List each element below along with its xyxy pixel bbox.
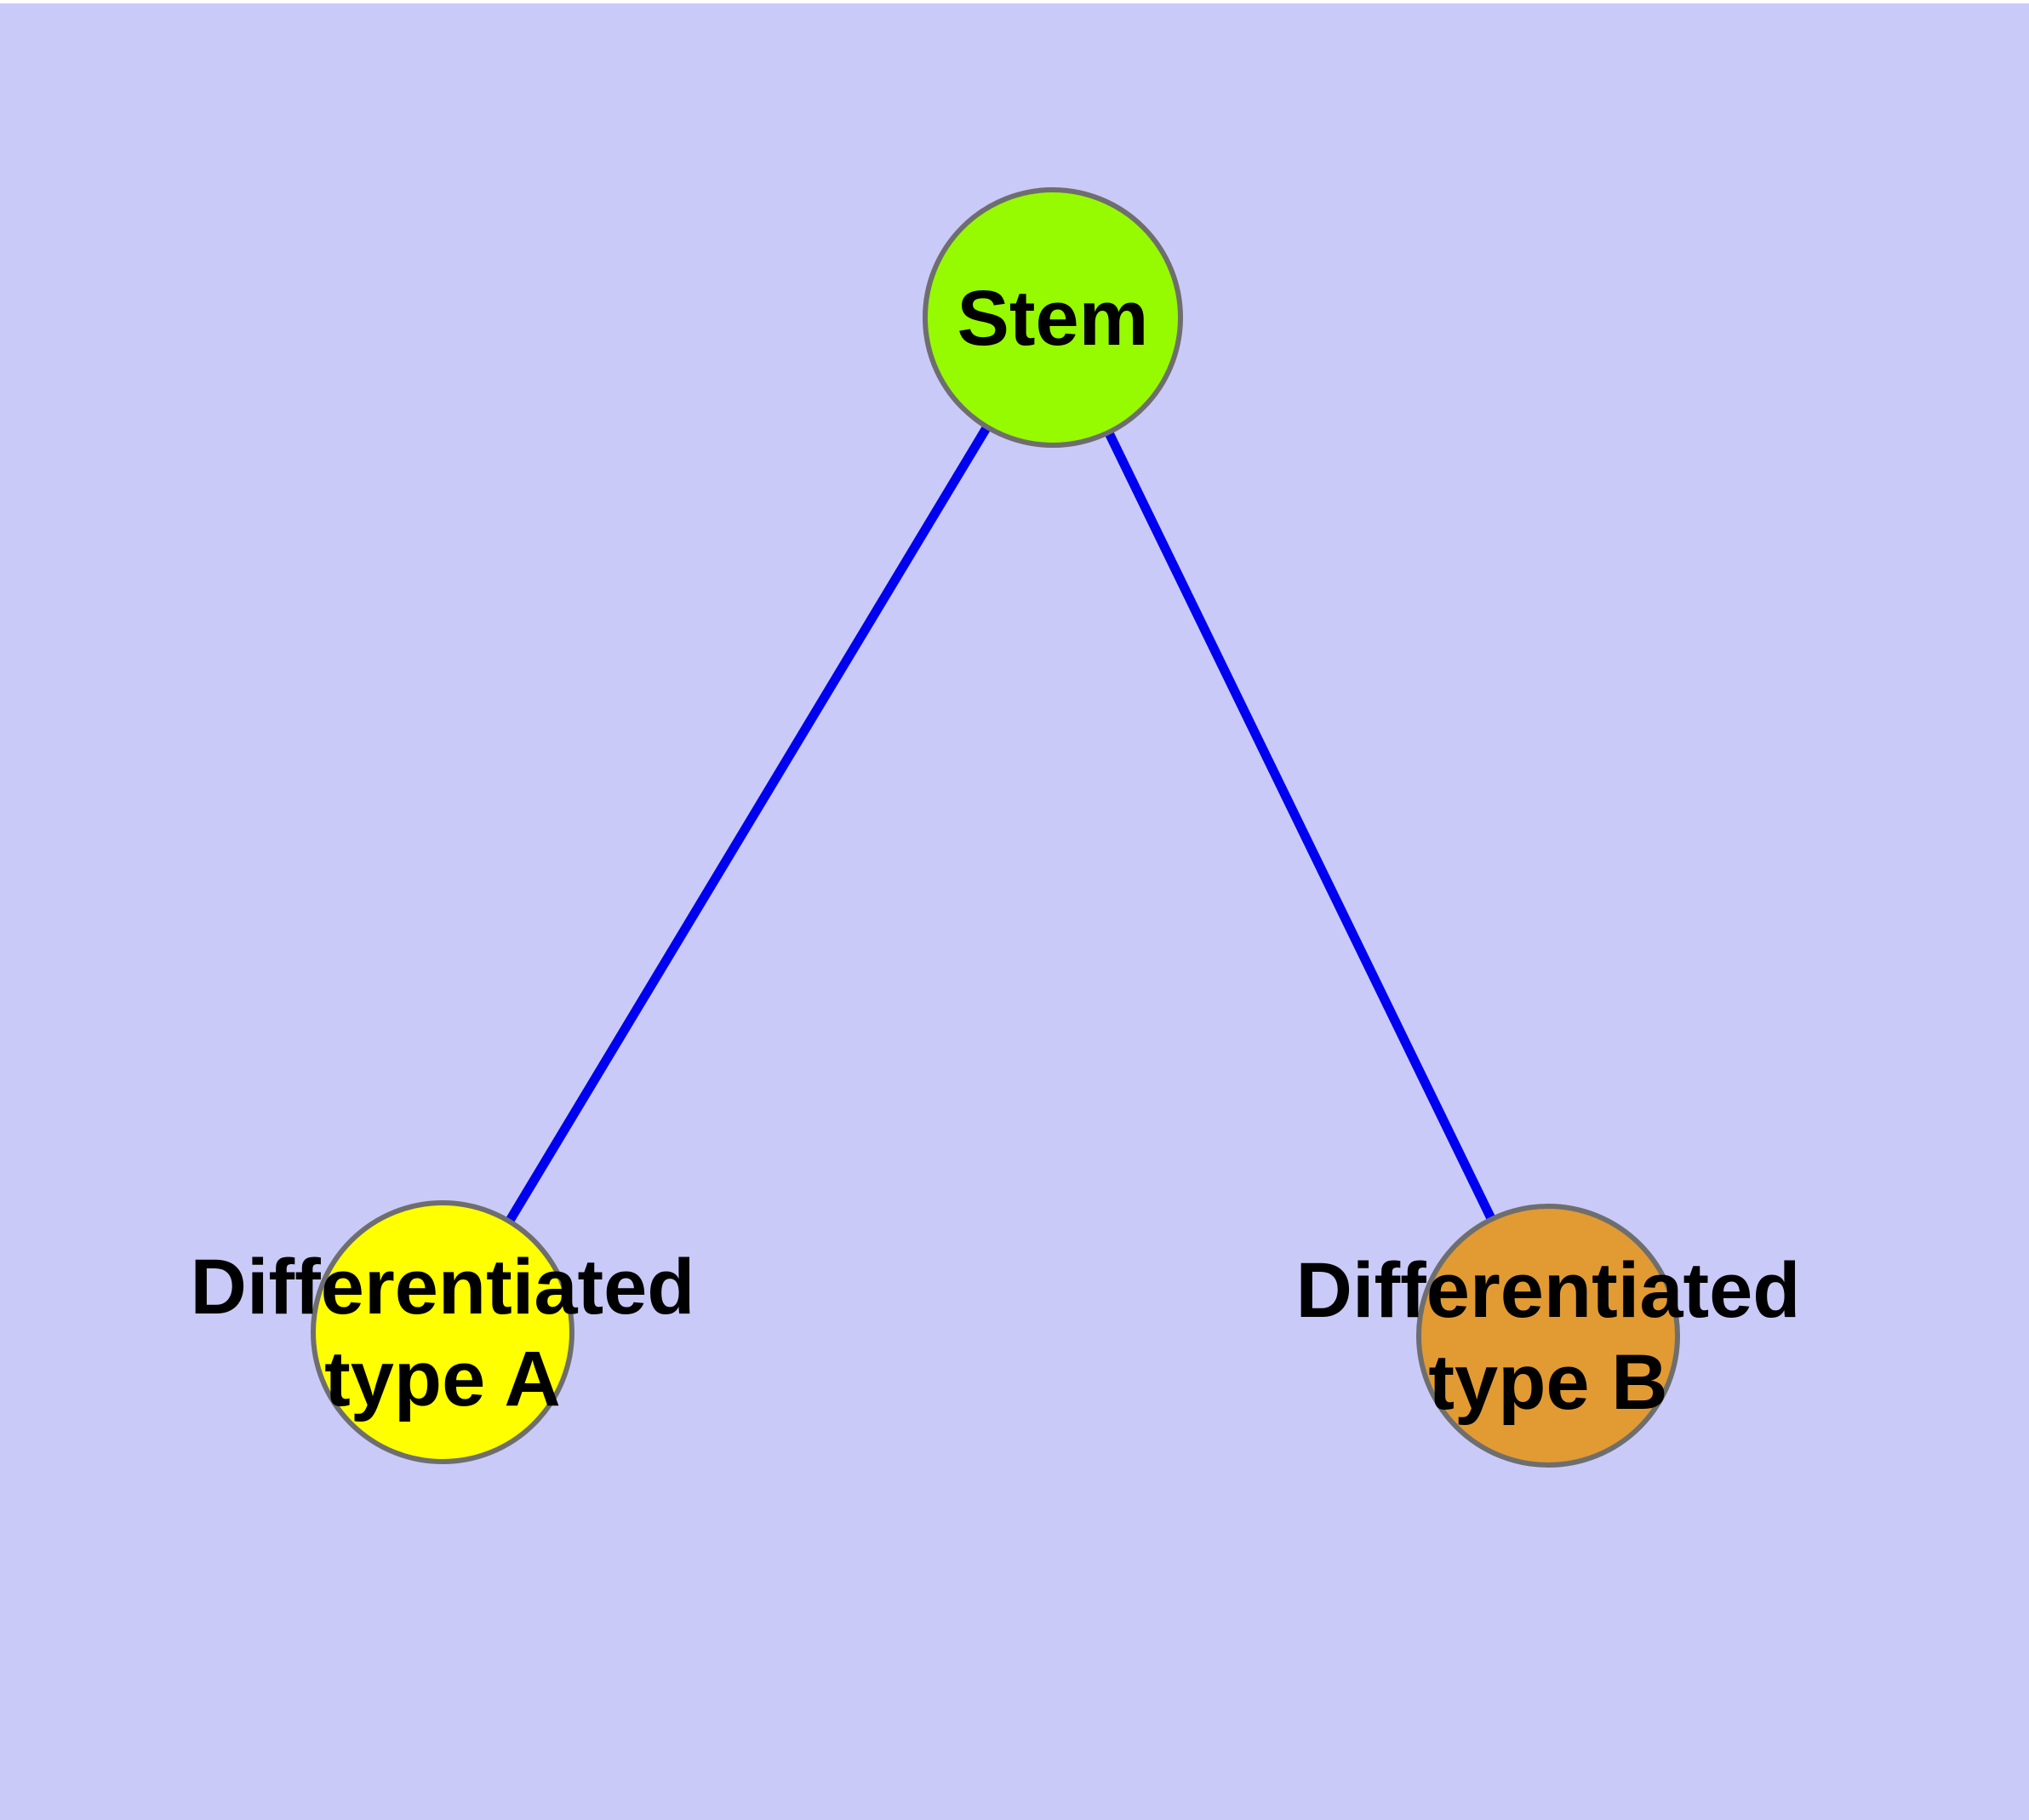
top-margin-strip [0, 0, 2029, 3]
node-label-diff-b-line2: type B [1428, 1339, 1667, 1426]
node-label-stem: Stem [957, 275, 1149, 362]
node-label-diff-a-line2: type A [324, 1336, 561, 1422]
node-circle-stem [923, 187, 1183, 448]
node-circle-diff-b [1416, 1204, 1680, 1468]
node-label-diff-b-line1: Differentiated [1296, 1247, 1801, 1334]
node-label-diff-a-line1: Differentiated [191, 1244, 695, 1331]
edge-stem-to-diff-a [438, 315, 1057, 1335]
node-circle-diff-a [311, 1200, 574, 1464]
edge-stem-to-diff-b [1049, 315, 1552, 1338]
